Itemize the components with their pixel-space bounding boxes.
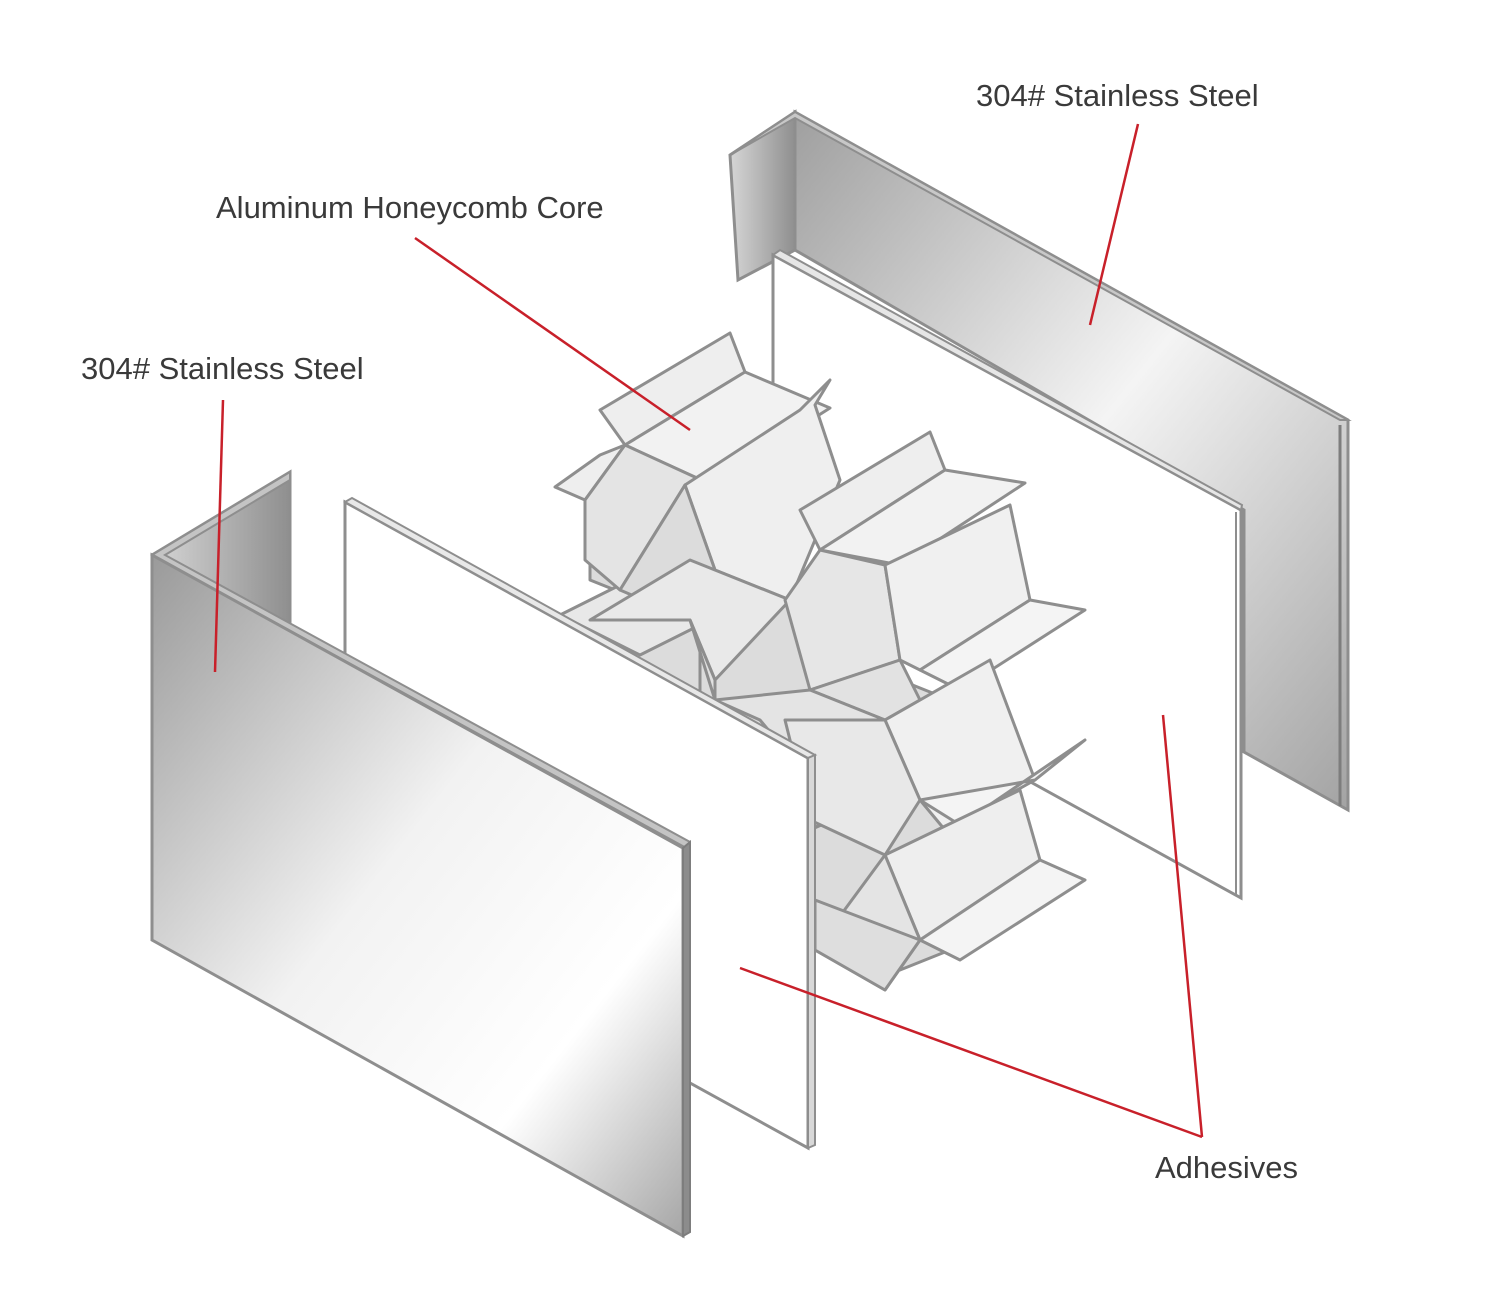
front-steel-sheet xyxy=(149,469,691,1239)
leader-steel-top xyxy=(1088,123,1140,326)
leader-lines xyxy=(213,123,1204,1139)
leader-adhesive-front xyxy=(739,966,1203,1139)
leader-adhesive-back xyxy=(1161,714,1204,1138)
label-adhesives: Adhesives xyxy=(1155,1150,1299,1185)
leader-steel-left xyxy=(213,399,225,673)
label-honeycomb-core: Aluminum Honeycomb Core xyxy=(216,190,604,225)
leader-core xyxy=(414,236,691,432)
back-steel-sheet xyxy=(728,109,1352,813)
label-steel-left: 304# Stainless Steel xyxy=(81,351,364,386)
label-steel-top: 304# Stainless Steel xyxy=(976,78,1259,113)
